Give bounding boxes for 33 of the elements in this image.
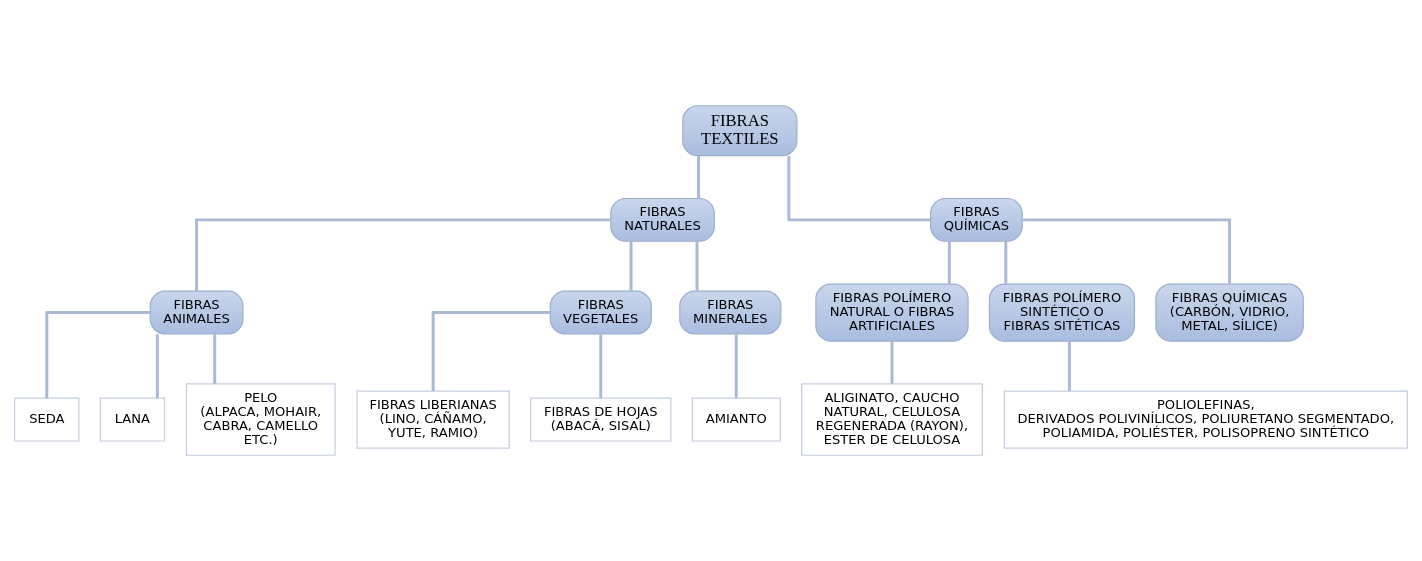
node-box: FIBRAS QUÍMICAS (CARBÓN, VIDRIO, METAL, SÍLICE) bbox=[1155, 283, 1304, 342]
node-box: FIBRAS MINERALES bbox=[679, 290, 782, 335]
connector bbox=[599, 334, 603, 398]
node-box: FIBRAS DE HOJAS (ABACÁ, SISAL) bbox=[530, 397, 672, 442]
node-box: FIBRAS ANIMALES bbox=[149, 290, 244, 335]
connector bbox=[697, 156, 700, 199]
node-box: SEDA bbox=[14, 397, 80, 442]
node-box: ALIGINATO, CAUCHO NATURAL, CELULOSA REGENERADA (RAYON), ESTER DE CELULOSA bbox=[801, 383, 983, 456]
node-box: AMIANTO bbox=[691, 397, 781, 442]
node-box: POLIOLEFINAS, DERIVADOS POLIVINÍLICOS, POLIURETANO SEGMENTADO, POLIAMIDA, POLIÉSTER, POLISOPRENO SINTÉTICO bbox=[1003, 390, 1408, 449]
connector bbox=[1004, 241, 1008, 284]
node-box: PELO (ALPACA, MOHAIR, CABRA, CAMELLO ETC.) bbox=[185, 383, 336, 456]
connector bbox=[45, 311, 150, 398]
connector bbox=[787, 156, 931, 222]
node-box: FIBRAS QUÍMICAS bbox=[930, 197, 1023, 242]
connector bbox=[195, 218, 611, 292]
connector bbox=[695, 241, 699, 291]
connector bbox=[890, 341, 894, 384]
connector bbox=[1067, 341, 1071, 391]
connector bbox=[629, 241, 633, 291]
node-box: FIBRAS NATURALES bbox=[610, 197, 715, 242]
node-box: FIBRAS LIBERIANAS (LINO, CÁÑAMO, YUTE, RAMIO) bbox=[356, 390, 510, 449]
connector bbox=[431, 311, 550, 391]
node-box: LANA bbox=[99, 397, 166, 442]
node-box: FIBRAS TEXTILES bbox=[682, 105, 798, 157]
connector bbox=[734, 334, 738, 398]
connector bbox=[213, 334, 217, 384]
connector bbox=[155, 334, 159, 398]
node-box: FIBRAS POLÍMERO SINTÉTICO O FIBRAS SITÉTICAS bbox=[988, 283, 1136, 342]
connector bbox=[947, 241, 951, 284]
node-box: FIBRAS POLÍMERO NATURAL O FIBRAS ARTIFICIALES bbox=[815, 283, 969, 342]
connector bbox=[1022, 218, 1232, 284]
node-box: FIBRAS VEGETALES bbox=[549, 290, 652, 335]
